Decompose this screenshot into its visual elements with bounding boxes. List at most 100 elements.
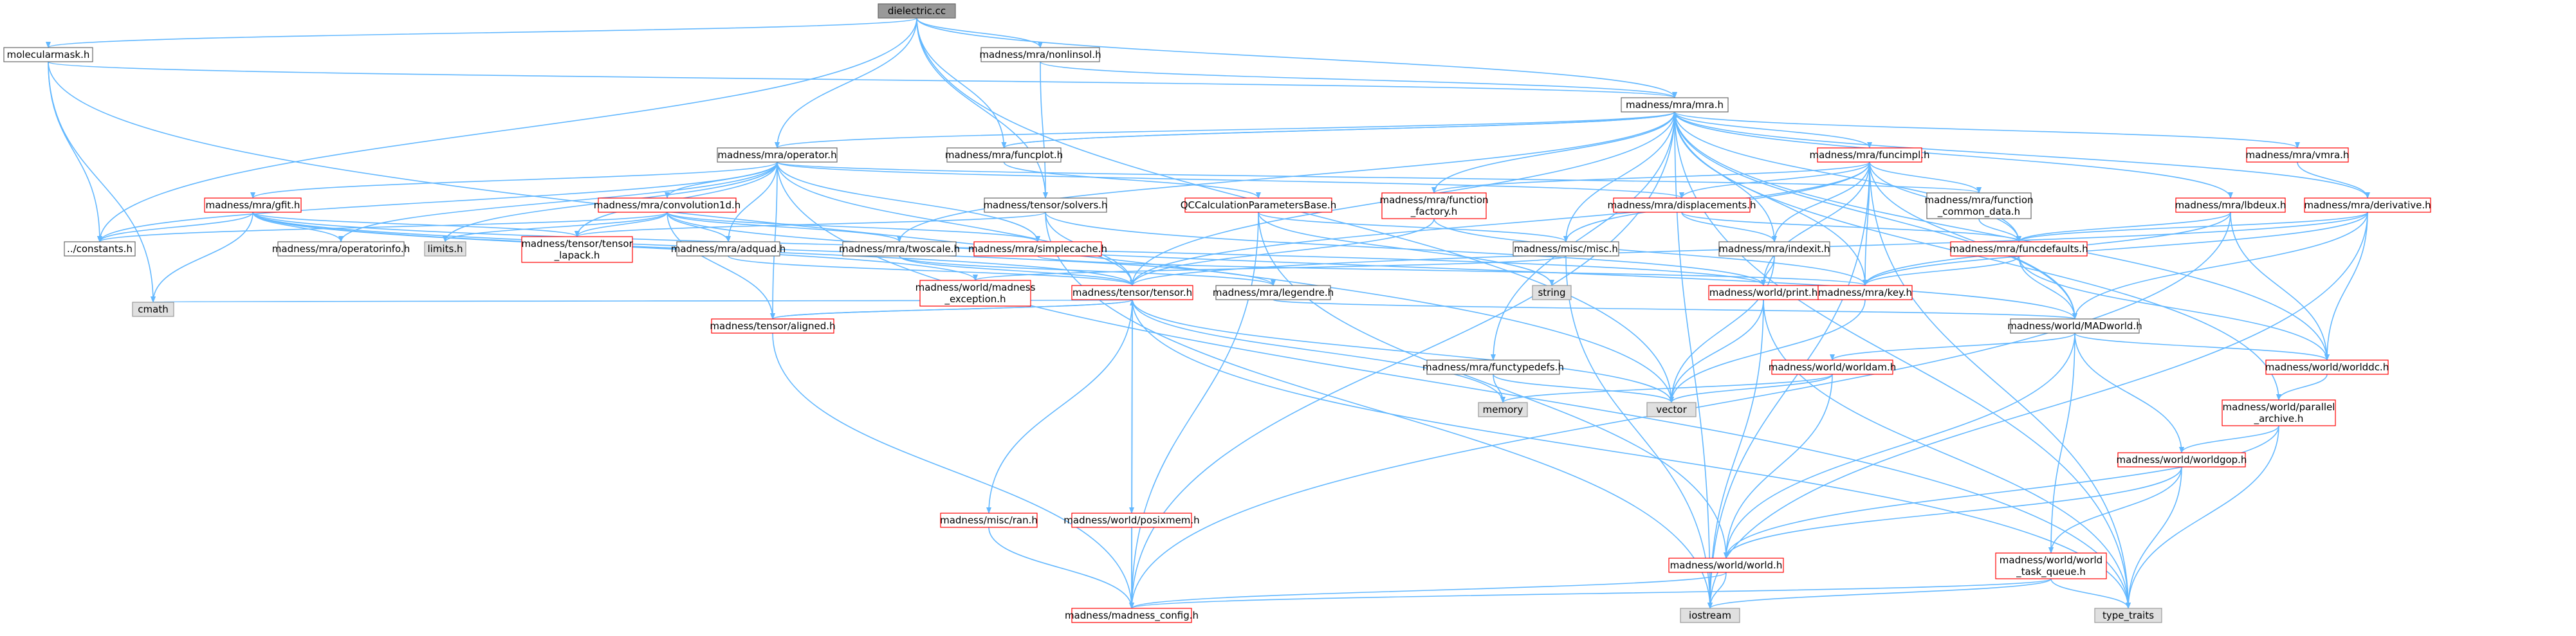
node-box-convolution1d <box>598 197 737 213</box>
node-funccommon[interactable]: madness/mra/function_common_data.h <box>1924 192 2034 219</box>
node-string[interactable]: string <box>1532 285 1572 300</box>
node-madexception[interactable]: madness/world/madness_exception.h <box>915 280 1036 307</box>
node-ran[interactable]: madness/misc/ran.h <box>940 513 1038 528</box>
edge-operator-to-aligned <box>770 161 778 320</box>
node-box-worlddc <box>2265 359 2389 375</box>
node-funcdefaults[interactable]: madness/mra/funcdefaults.h <box>1949 241 2088 257</box>
node-displacements[interactable]: madness/mra/displacements.h <box>1608 197 1756 213</box>
node-label-mra-0: madness/mra/mra.h <box>1626 99 1724 111</box>
node-box-twoscale <box>842 241 957 257</box>
edge-gfit-to-operatorinfo <box>252 212 344 242</box>
node-cmath[interactable]: cmath <box>132 302 174 317</box>
node-adquad[interactable]: madness/mra/adquad.h <box>671 241 786 257</box>
node-worldprint[interactable]: madness/world/print.h <box>1708 285 1819 300</box>
edge-twoscale-to-tensor <box>899 255 1135 286</box>
node-label-key-0: madness/mra/key.h <box>1818 287 1912 298</box>
node-worldgop[interactable]: madness/world/worldgop.h <box>2117 452 2247 468</box>
edge-tensor-to-cmath <box>152 296 1133 303</box>
node-tensor[interactable]: madness/tensor/tensor.h <box>1071 285 1193 300</box>
node-box-legendre <box>1215 285 1331 300</box>
node-madconfig[interactable]: madness/madness_config.h <box>1065 608 1199 623</box>
node-box-dielectric <box>878 3 956 19</box>
node-label-tensor-0: madness/tensor/tensor.h <box>1072 287 1192 298</box>
node-funcfactory[interactable]: madness/mra/function_factory.h <box>1379 192 1489 219</box>
node-funcplot[interactable]: madness/mra/funcplot.h <box>945 147 1063 163</box>
node-derivative[interactable]: madness/mra/derivative.h <box>2304 197 2431 213</box>
node-limits[interactable]: limits.h <box>424 241 466 257</box>
node-simplecache[interactable]: madness/mra/simplecache.h <box>968 241 1107 257</box>
node-label-madworld-0: madness/world/MADworld.h <box>2007 320 2142 332</box>
node-label-string-0: string <box>1538 287 1565 298</box>
node-madworld[interactable]: madness/world/MADworld.h <box>2007 318 2142 334</box>
nodes-layer: dielectric.cc molecularmask.h madness/mra/… <box>3 3 2431 623</box>
node-label-funcfactory-0: madness/mra/function <box>1379 194 1488 206</box>
node-label-operator-0: madness/mra/operator.h <box>717 149 836 161</box>
node-label-legendre-0: madness/mra/legendre.h <box>1213 287 1334 298</box>
node-aligned[interactable]: madness/tensor/aligned.h <box>710 318 836 334</box>
edge-lbdeux-to-worlddc <box>2230 212 2330 361</box>
edge-dielectric-to-constants <box>97 17 917 242</box>
node-funcimpl[interactable]: madness/mra/funcimpl.h <box>1809 147 1930 163</box>
node-box-madexception <box>919 280 1031 307</box>
edge-worldgop-to-typetraits <box>2126 466 2182 609</box>
edge-mra-to-misc <box>1563 111 1675 242</box>
node-vmra[interactable]: madness/mra/vmra.h <box>2246 147 2350 163</box>
node-legendre[interactable]: madness/mra/legendre.h <box>1213 285 1334 300</box>
node-box-vmra <box>2246 147 2349 163</box>
node-tensorlapack[interactable]: madness/tensor/tensor_lapack.h <box>521 236 634 263</box>
node-label-world-0: madness/world/world.h <box>1670 559 1783 571</box>
node-label-lbdeux-0: madness/mra/lbdeux.h <box>2175 199 2286 211</box>
node-worlddc[interactable]: madness/world/worlddc.h <box>2265 359 2389 375</box>
node-convolution1d[interactable]: madness/mra/convolution1d.h <box>594 197 741 213</box>
node-box-adquad <box>676 241 780 257</box>
node-worldam[interactable]: madness/world/worldam.h <box>1769 359 1896 375</box>
node-typetraits[interactable]: type_traits <box>2094 608 2162 623</box>
edge-operator-to-gfit <box>250 161 778 199</box>
node-parallelarchive[interactable]: madness/world/parallel_archive.h <box>2222 399 2336 426</box>
edge-solvers-to-tensorlapack <box>575 212 1046 237</box>
node-gfit[interactable]: madness/mra/gfit.h <box>204 197 302 213</box>
edge-convolution1d-to-twoscale <box>667 212 902 242</box>
node-taskqueue[interactable]: madness/world/world_task_queue.h <box>1995 552 2107 579</box>
edge-funcdefaults-to-worlddc <box>2018 255 2330 361</box>
edge-worldprint-to-vector <box>1669 299 1764 403</box>
node-dielectric[interactable]: dielectric.cc <box>878 3 956 19</box>
node-functypedefs[interactable]: madness/mra/functypedefs.h <box>1422 359 1564 375</box>
node-box-limits <box>424 241 466 257</box>
node-label-misc-0: madness/misc/misc.h <box>1514 243 1618 255</box>
node-solvers[interactable]: madness/tensor/solvers.h <box>983 197 1108 213</box>
edge-mraindexit-to-worldprint <box>1761 255 1775 286</box>
node-label-worlddc-0: madness/world/worlddc.h <box>2265 361 2389 373</box>
node-box-lbdeux <box>2175 197 2286 213</box>
node-posixmem[interactable]: madness/world/posixmem.h <box>1063 513 1200 528</box>
node-lbdeux[interactable]: madness/mra/lbdeux.h <box>2175 197 2286 213</box>
node-mraindexit[interactable]: madness/mra/indexit.h <box>1718 241 1830 257</box>
edge-adquad-to-tensor <box>728 255 1135 286</box>
node-molecularmask[interactable]: molecularmask.h <box>3 47 93 62</box>
node-qccalc[interactable]: QCCalculationParametersBase.h <box>1181 197 1337 213</box>
node-misc[interactable]: madness/misc/misc.h <box>1513 241 1619 257</box>
node-operatorinfo[interactable]: madness/mra/operatorinfo.h <box>272 241 410 257</box>
node-nonlinsol[interactable]: madness/mra/nonlinsol.h <box>979 47 1101 62</box>
node-memory[interactable]: memory <box>1478 402 1528 417</box>
node-constants[interactable]: ../constants.h <box>64 241 136 257</box>
edge-funcimpl-to-worldprint <box>1761 161 1870 286</box>
edge-gfit-to-tensorlapack <box>252 212 580 237</box>
edge-taskqueue-to-typetraits <box>2050 578 2131 609</box>
node-mra[interactable]: madness/mra/mra.h <box>1621 97 1729 113</box>
edge-madworld-to-worldgop <box>2074 332 2184 453</box>
edge-funcdefaults-to-key <box>1863 255 2019 286</box>
node-twoscale[interactable]: madness/mra/twoscale.h <box>839 241 960 257</box>
node-vector[interactable]: vector <box>1646 402 1697 417</box>
node-iostream[interactable]: iostream <box>1680 608 1740 623</box>
node-label-solvers-0: madness/tensor/solvers.h <box>983 199 1107 211</box>
node-world[interactable]: madness/world/world.h <box>1668 558 1784 573</box>
edge-convolution1d-to-constants <box>97 212 668 242</box>
node-key[interactable]: madness/mra/key.h <box>1817 285 1913 300</box>
node-box-qccalc <box>1184 197 1332 213</box>
node-label-funcdefaults-0: madness/mra/funcdefaults.h <box>1949 243 2088 255</box>
node-label-worldgop-0: madness/world/worldgop.h <box>2117 454 2247 466</box>
edge-funcplot-to-mra <box>1003 111 1677 149</box>
edge-molecularmask-to-cmath <box>48 61 156 303</box>
node-operator[interactable]: madness/mra/operator.h <box>717 147 838 163</box>
